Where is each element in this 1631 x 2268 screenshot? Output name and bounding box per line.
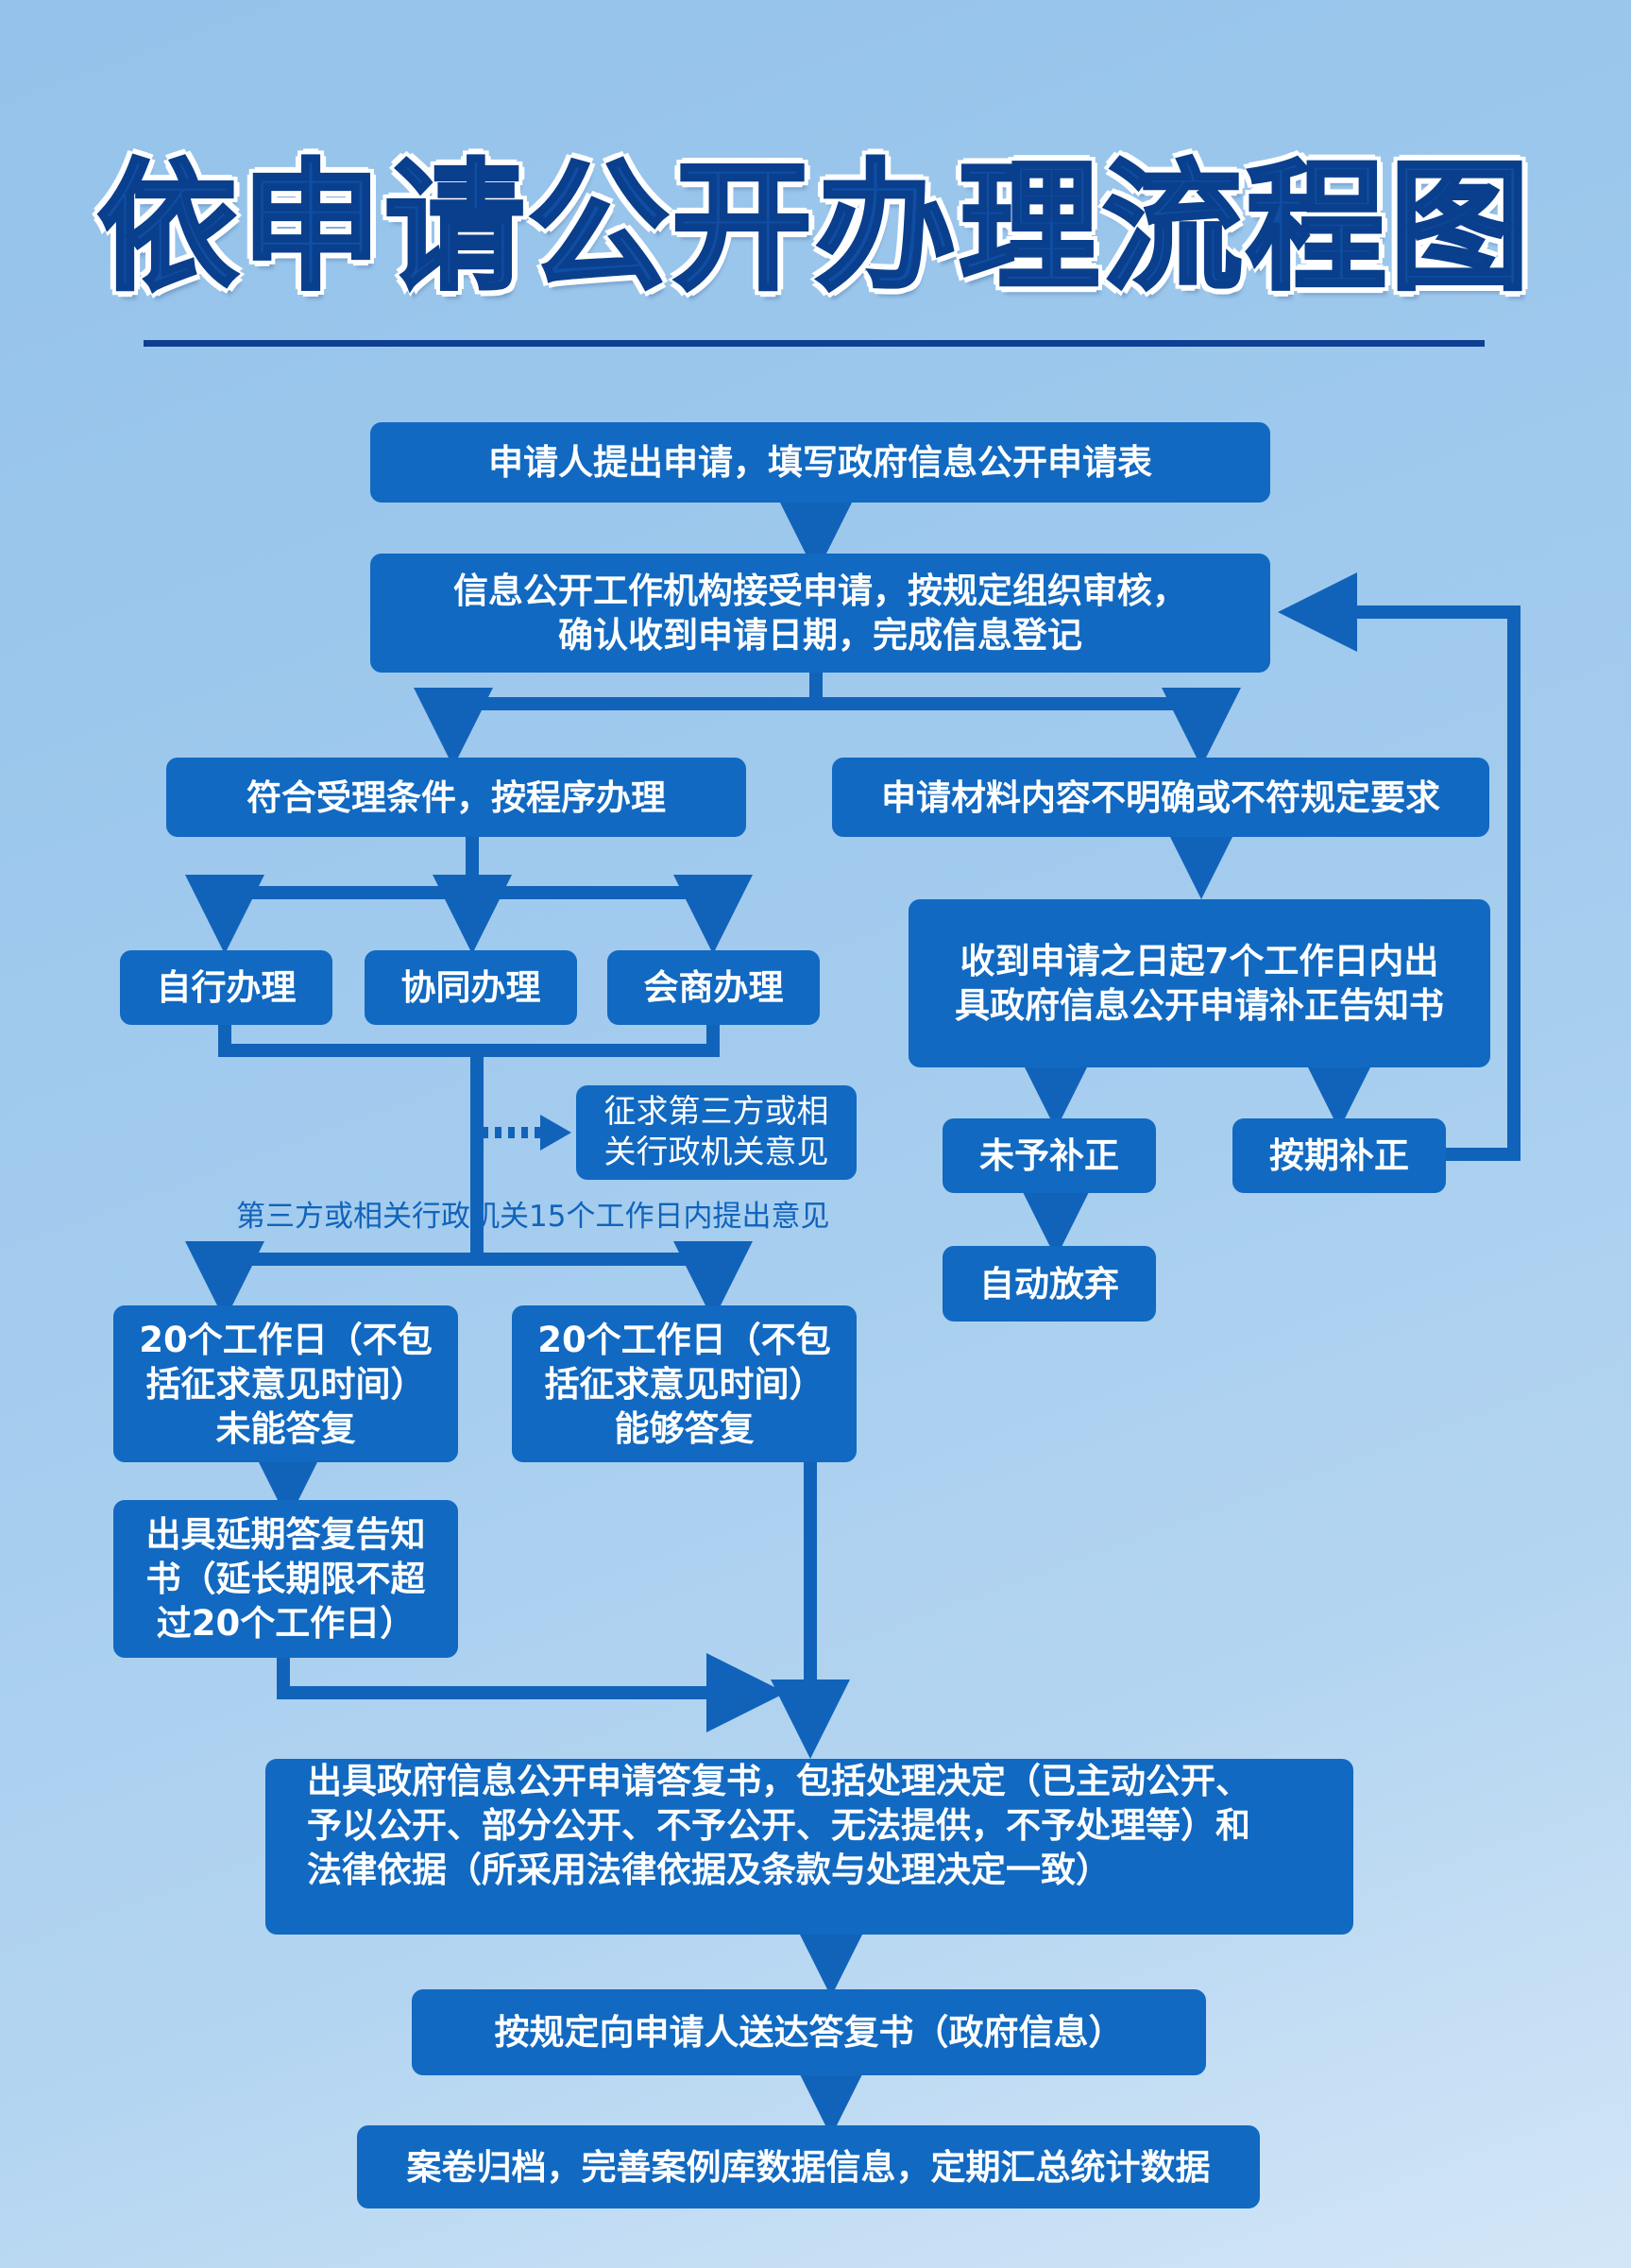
- step-unclear: 申请材料内容不明确或不符规定要求: [832, 758, 1489, 837]
- step-correction-notice-line-1: 收到申请之日起7个工作日内出: [960, 941, 1439, 981]
- step-consult: 会商办理: [607, 950, 820, 1025]
- step-third-party-line-1: 征求第三方或相: [603, 1093, 829, 1131]
- step-self-handle: 自行办理: [120, 950, 332, 1025]
- step-correction-notice: 收到申请之日起7个工作日内出 具政府信息公开申请补正告知书: [909, 899, 1490, 1067]
- step-can-reply-line-1: 20个工作日（不包: [537, 1319, 831, 1360]
- arrow-corrected-feedback: [1278, 572, 1521, 1161]
- step-cannot-reply: 20个工作日（不包 括征求意见时间） 未能答复: [113, 1305, 458, 1462]
- step-apply: 申请人提出申请，填写政府信息公开申请表: [370, 422, 1270, 503]
- step-reply-letter-line-3: 法律依据（所采用法律依据及条款与处理决定一致）: [307, 1850, 1111, 1890]
- step-extension-notice: 出具延期答复告知 书（延长期限不超 过20个工作日）: [113, 1500, 458, 1658]
- step-not-corrected: 未予补正: [943, 1118, 1156, 1193]
- step-can-reply: 20个工作日（不包 括征求意见时间） 能够答复: [512, 1305, 857, 1462]
- step-extension-line-1: 出具延期答复告知: [145, 1514, 426, 1555]
- step-third-party-line-2: 关行政机关意见: [603, 1134, 829, 1171]
- step-auto-abandon: 自动放弃: [943, 1246, 1156, 1322]
- step-cannot-reply-line-3: 未能答复: [215, 1407, 356, 1449]
- step-cannot-reply-line-2: 括征求意见时间）: [145, 1363, 426, 1405]
- dotted-arrow-head: [540, 1115, 571, 1151]
- step-corrected-on-time: 按期补正: [1232, 1118, 1446, 1193]
- step-deliver: 按规定向申请人送达答复书（政府信息）: [412, 1989, 1206, 2075]
- step-extension-line-2: 书（延长期限不超: [145, 1559, 426, 1599]
- step-correction-notice-line-2: 具政府信息公开申请补正告知书: [955, 985, 1444, 1026]
- step-cannot-reply-line-1: 20个工作日（不包: [139, 1319, 433, 1360]
- page-title: 依申请公开办理流程图: [96, 145, 1534, 311]
- step-reply-letter-line-2: 予以公开、部分公开、不予公开、无法提供，不予处理等）和: [307, 1805, 1250, 1846]
- step-can-reply-line-3: 能够答复: [614, 1407, 755, 1449]
- third-party-deadline-note: 第三方或相关行政机关15个工作日内提出意见: [236, 1200, 830, 1234]
- step-cooperate: 协同办理: [365, 950, 577, 1025]
- step-qualified: 符合受理条件，按程序办理: [166, 758, 746, 837]
- step-receive-line-2: 确认收到申请日期，完成信息登记: [558, 615, 1082, 656]
- step-receive: 信息公开工作机构接受申请，按规定组织审核， 确认收到申请日期，完成信息登记: [370, 554, 1270, 673]
- step-extension-line-3: 过20个工作日）: [156, 1603, 416, 1644]
- step-can-reply-line-2: 括征求意见时间）: [544, 1363, 824, 1405]
- title-divider: [144, 340, 1485, 347]
- step-third-party: 征求第三方或相 关行政机关意见: [576, 1085, 857, 1180]
- step-archive: 案卷归档，完善案例库数据信息，定期汇总统计数据: [357, 2125, 1260, 2208]
- step-reply-letter: 出具政府信息公开申请答复书，包括处理决定（已主动公开、 予以公开、部分公开、不予…: [265, 1759, 1353, 1935]
- step-receive-line-1: 信息公开工作机构接受申请，按规定组织审核，: [453, 571, 1187, 611]
- step-reply-letter-line-1: 出具政府信息公开申请答复书，包括处理决定（已主动公开、: [307, 1761, 1250, 1801]
